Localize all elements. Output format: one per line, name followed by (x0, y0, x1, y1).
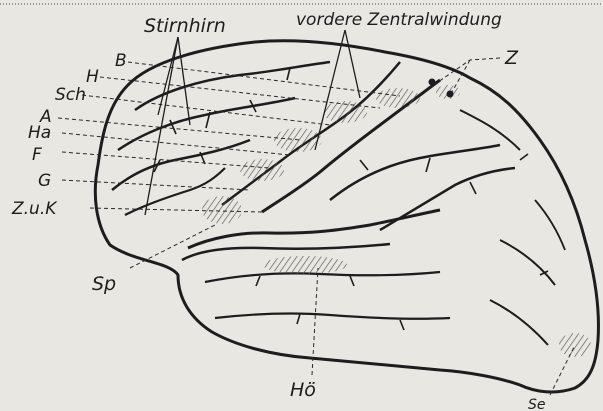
area-central-low (240, 159, 284, 181)
area-speech (202, 196, 242, 224)
area-vision (559, 333, 591, 357)
occipital-sulcus-2 (490, 300, 548, 345)
label-g: G (38, 171, 51, 191)
label-zentralwindung: vordere Zentralwindung (296, 10, 502, 30)
label-sp: Sp (92, 273, 116, 295)
frontal-sulcus-upper (135, 62, 330, 110)
area-upper-central (376, 88, 420, 108)
label-b: B (115, 51, 127, 71)
label-se: Se (528, 397, 546, 411)
z-dot-1 (429, 79, 436, 86)
occipital-sulcus-1 (500, 240, 555, 285)
label-h: H (86, 67, 99, 87)
label-z: Z (504, 47, 519, 69)
label-zuk: Z.u.K (11, 199, 58, 219)
temporal-sulcus-2 (215, 314, 450, 319)
label-sch: Sch (55, 85, 86, 105)
brain-outline (95, 41, 598, 392)
label-ha: Ha (28, 123, 51, 143)
parietal-sulcus-3 (460, 110, 520, 150)
area-hearing (263, 256, 347, 274)
label-stirnhirn: Stirnhirn (144, 15, 226, 37)
occipital-sulcus-3 (535, 200, 565, 250)
parietal-sulcus-2 (380, 168, 515, 230)
label-f: F (32, 145, 42, 165)
label-ho: Hö (290, 379, 316, 401)
frontal-sulcus-lower (112, 140, 250, 190)
temporal-sulcus-1 (205, 272, 440, 282)
